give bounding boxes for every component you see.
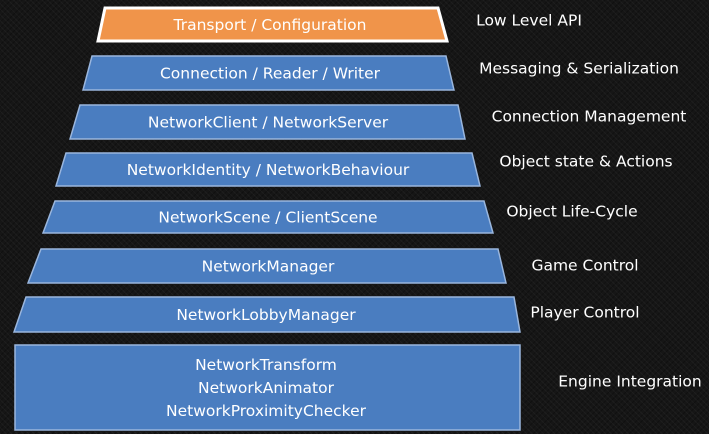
layer-description-components: Engine Integration xyxy=(558,373,701,391)
layer-label-manager: NetworkManager xyxy=(202,258,335,276)
layer-shape-manager xyxy=(26,248,507,284)
layer-lobby: NetworkLobbyManager Player Control xyxy=(12,296,640,333)
layer-connection: Connection / Reader / Writer Messaging & … xyxy=(82,55,679,91)
layer-shape-client-server xyxy=(68,104,466,140)
layer-label-components-2: NetworkAnimator xyxy=(198,379,335,397)
layer-scene: NetworkScene / ClientScene Object Life-Cy… xyxy=(41,200,638,234)
layer-description-identity: Object state & Actions xyxy=(499,153,672,171)
layer-shape-components xyxy=(14,344,521,431)
layer-label-lobby: NetworkLobbyManager xyxy=(176,306,356,324)
layer-description-transport: Low Level API xyxy=(476,12,582,30)
layer-shape-scene xyxy=(41,200,494,234)
layer-transport: Transport / Configuration Low Level API xyxy=(96,6,582,43)
layer-shape-identity xyxy=(54,152,481,187)
layer-shape-connection xyxy=(82,55,455,91)
layer-shape-lobby xyxy=(12,296,521,333)
layer-label-components-3: NetworkProximityChecker xyxy=(166,402,367,420)
layer-description-client-server: Connection Management xyxy=(492,108,687,126)
layer-description-lobby: Player Control xyxy=(530,304,639,322)
layer-description-connection: Messaging & Serialization xyxy=(479,60,679,78)
layer-label-identity: NetworkIdentity / NetworkBehaviour xyxy=(127,161,410,179)
layer-identity: NetworkIdentity / NetworkBehaviour Object… xyxy=(54,152,673,187)
layer-shape-transport xyxy=(96,6,449,43)
layer-description-scene: Object Life-Cycle xyxy=(506,203,637,221)
layer-label-scene: NetworkScene / ClientScene xyxy=(158,209,377,227)
layer-label-client-server: NetworkClient / NetworkServer xyxy=(148,114,389,132)
layer-client-server: NetworkClient / NetworkServer Connection … xyxy=(68,104,687,140)
layer-description-manager: Game Control xyxy=(531,257,638,275)
layer-components: NetworkTransformNetworkAnimatorNetworkPr… xyxy=(14,344,702,431)
layer-manager: NetworkManager Game Control xyxy=(26,248,639,284)
layer-label-components-1: NetworkTransform xyxy=(195,356,337,374)
layer-label-transport: Transport / Configuration xyxy=(173,16,367,34)
layer-label-connection: Connection / Reader / Writer xyxy=(160,65,381,83)
